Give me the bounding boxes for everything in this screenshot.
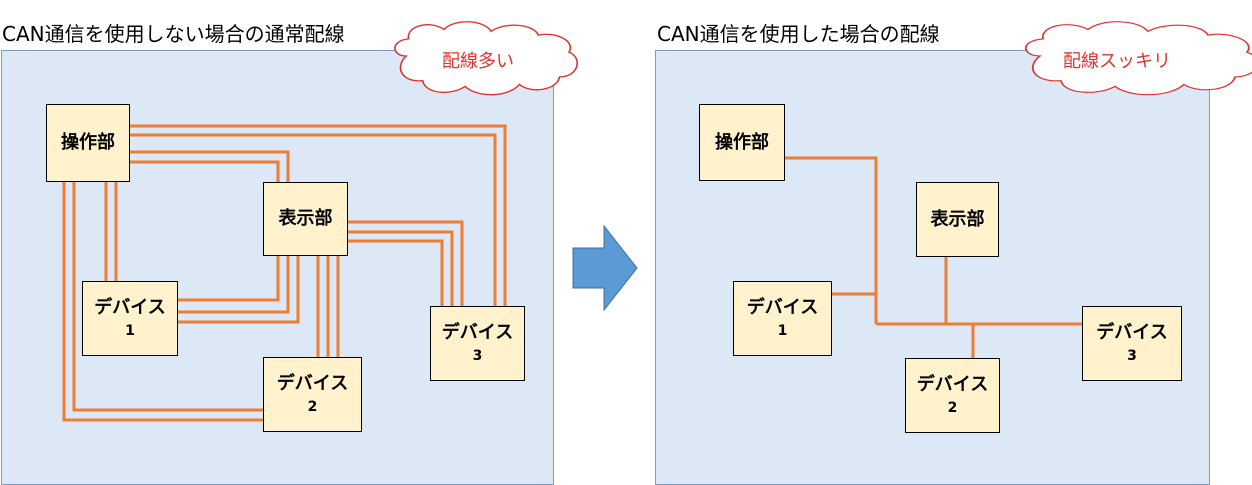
- wire-control-device3-b: [130, 133, 497, 306]
- node-number: 3: [1127, 347, 1137, 364]
- wire-control-device2-b: [62, 182, 263, 422]
- node-label: デバイス: [746, 296, 819, 318]
- right-can-bus: [785, 156, 1082, 358]
- left-node-control: 操作部: [46, 104, 130, 182]
- node-label: デバイス: [276, 372, 349, 394]
- node-label: デバイス: [916, 373, 989, 395]
- left-node-device3: デバイス 3: [430, 306, 525, 381]
- node-label: デバイス: [441, 321, 514, 343]
- wire-control-display-a: [130, 150, 290, 182]
- right-node-display: 表示部: [916, 182, 999, 257]
- node-number: 2: [947, 399, 958, 416]
- wire-control-device3-a: [130, 124, 507, 306]
- node-label: 表示部: [930, 208, 985, 230]
- wire-display-device3-a: [348, 220, 464, 306]
- wire-display-device3-c: [348, 239, 444, 306]
- node-label: デバイス: [1096, 321, 1168, 343]
- right-cloud-label: 配線スッキリ: [1063, 51, 1171, 72]
- wire-display-device3-b: [348, 230, 454, 306]
- node-number: 2: [307, 398, 318, 415]
- wire-display-device1-c: [178, 256, 300, 324]
- node-number: 1: [777, 322, 788, 339]
- node-label: 操作部: [61, 132, 115, 153]
- wire-display-device1-a: [178, 256, 280, 302]
- right-node-control: 操作部: [699, 104, 785, 181]
- left-wires: [62, 124, 507, 422]
- left-cloud-label: 配線多い: [442, 51, 514, 72]
- right-node-device1: デバイス 1: [733, 281, 832, 356]
- right-diagram-title: CAN通信を使用した場合の配線: [657, 22, 940, 46]
- left-node-device2: デバイス 2: [263, 357, 362, 432]
- left-diagram-title: CAN通信を使用しない場合の通常配線: [2, 22, 345, 46]
- node-number: 1: [125, 322, 135, 339]
- bus-control: [785, 156, 878, 324]
- wire-control-display-b: [130, 160, 280, 182]
- node-label: 表示部: [278, 208, 333, 229]
- node-number: 3: [472, 347, 483, 364]
- wire-control-device2-a: [72, 182, 263, 412]
- right-node-device2: デバイス 2: [905, 358, 1000, 433]
- right-node-device3: デバイス 3: [1082, 306, 1182, 381]
- left-node-device1: デバイス 1: [82, 281, 178, 356]
- node-label: デバイス: [94, 296, 166, 318]
- wire-display-device1-b: [178, 256, 290, 314]
- right-arrow-icon: [572, 224, 638, 312]
- left-node-display: 表示部: [263, 182, 348, 256]
- node-label: 操作部: [715, 131, 769, 153]
